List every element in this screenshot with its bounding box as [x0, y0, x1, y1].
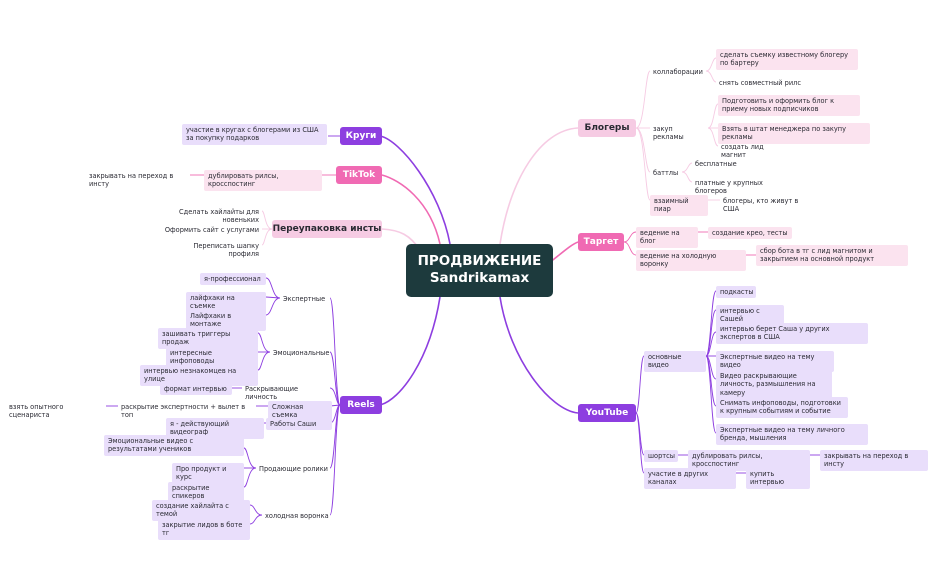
tiktok-subitem[interactable]: закрывать на переход в инсту: [89, 172, 174, 189]
bloggers-collab-item[interactable]: сделать съемку известному блогеру по бар…: [716, 49, 858, 70]
branch-tiktok[interactable]: TikTok: [336, 166, 382, 184]
youtube-main-item[interactable]: Экспертные видео на тему видео: [716, 351, 834, 372]
youtube-main-item[interactable]: подкасты: [716, 286, 756, 299]
branch-youtube[interactable]: YouTube: [578, 404, 636, 422]
youtube-shorts[interactable]: шортсы: [644, 450, 678, 463]
reels-expert-item[interactable]: Лайфхаки в монтаже: [186, 310, 266, 331]
branch-reels[interactable]: Reels: [340, 396, 382, 414]
reels-sasha-item[interactable]: я - действующий видеограф: [166, 418, 264, 439]
bloggers-ads-item[interactable]: Подготовить и оформить блог к приему нов…: [718, 95, 860, 116]
youtube-shorts-subitem[interactable]: закрывать на переход в инсту: [820, 450, 928, 471]
target-funnel-item[interactable]: сбор бота в тг с лид магнитом и закрытие…: [756, 245, 908, 266]
reels-expert-item[interactable]: я-профессионал: [200, 273, 266, 286]
target-blog[interactable]: ведение на блог: [636, 227, 698, 248]
reels-complex-subitem[interactable]: взять опытного сценариста: [9, 403, 64, 420]
bloggers-battles[interactable]: баттлы: [653, 169, 679, 177]
pereupakovka-item[interactable]: Сделать хайлайты для новеньких: [179, 208, 259, 225]
pereupakovka-item[interactable]: Переписать шапку профиля: [193, 242, 259, 259]
youtube-main-item[interactable]: интервью берет Саша у других экспертов в…: [716, 323, 868, 344]
youtube-other-item[interactable]: купить интервью: [746, 468, 810, 489]
youtube-main-item[interactable]: Видео раскрывающие личность, размышления…: [716, 370, 832, 400]
reels-emotional[interactable]: Эмоциональные: [273, 349, 330, 357]
youtube-main[interactable]: основные видео: [644, 351, 706, 372]
central-topic-title: ПРОДВИЖЕНИЕ: [417, 253, 542, 269]
branch-target[interactable]: Таргет: [578, 233, 624, 251]
reels-selling-item[interactable]: раскрытие спикеров: [168, 482, 244, 503]
reels-expert-item[interactable]: лайфхаки на съемке: [186, 292, 266, 313]
youtube-shorts-item[interactable]: дублировать рилсы, кросспостинг: [688, 450, 810, 471]
central-topic-subtitle: Sandrikamax: [429, 270, 530, 286]
bloggers-battles-item[interactable]: платные у крупных блогеров: [695, 179, 763, 196]
youtube-main-item[interactable]: Экспертные видео на тему личного бренда,…: [716, 424, 868, 445]
reels-personality[interactable]: Раскрывающие личность: [245, 385, 299, 402]
tiktok-item[interactable]: дублировать рилсы, кросспостинг: [204, 170, 322, 191]
bloggers-battles-item[interactable]: бесплатные: [695, 160, 737, 168]
reels-cold-item[interactable]: закрытие лидов в боте тг: [158, 519, 250, 540]
bloggers-ads-item[interactable]: создать лид магнит: [721, 143, 764, 160]
bloggers-ads-item[interactable]: Взять в штат менеджера по закупу рекламы: [718, 123, 870, 144]
reels-selling-item[interactable]: Эмоциональные видео с результатами учени…: [104, 435, 244, 456]
reels-expert[interactable]: Экспертные: [283, 295, 326, 303]
branch-bloggers[interactable]: Блогеры: [578, 119, 636, 137]
youtube-other[interactable]: участие в других каналах: [644, 468, 736, 489]
bloggers-collab-item[interactable]: снять совместный рилс: [719, 79, 801, 87]
reels-sasha[interactable]: Работы Саши: [266, 418, 332, 431]
reels-emotional-item[interactable]: интересные инфоповоды: [166, 347, 258, 368]
target-blog-item[interactable]: создание крео, тесты: [708, 227, 792, 240]
youtube-main-item[interactable]: Снимать инфоповоды, подготовки к крупным…: [716, 397, 848, 418]
reels-complex-item[interactable]: раскрытие экспертности + вылет в топ: [121, 403, 246, 420]
reels-cold[interactable]: холодная воронка: [265, 512, 329, 520]
branch-pereupakovka[interactable]: Переупаковка инсты: [272, 220, 382, 238]
reels-complex[interactable]: Сложная съемка: [268, 401, 332, 422]
bloggers-mutual[interactable]: взаимный пиар: [650, 195, 708, 216]
reels-personality-item[interactable]: формат интервью: [160, 383, 232, 396]
pereupakovka-item[interactable]: Оформить сайт с услугами: [164, 226, 259, 234]
kruги-item[interactable]: участие в кругах с блогерами из США за п…: [182, 124, 327, 145]
reels-selling[interactable]: Продающие ролики: [259, 465, 328, 473]
central-topic[interactable]: ПРОДВИЖЕНИЕ Sandrikamax: [406, 244, 553, 297]
target-funnel[interactable]: ведение на холодную воронку: [636, 250, 746, 271]
bloggers-collab[interactable]: коллаборации: [653, 68, 703, 76]
youtube-main-item[interactable]: интервью с Сашей: [716, 305, 784, 326]
reels-selling-item[interactable]: Про продукт и курс: [172, 463, 244, 484]
reels-cold-item[interactable]: создание хайлайта с темой: [152, 500, 250, 521]
branch-kruги[interactable]: Круги: [340, 127, 382, 145]
bloggers-mutual-item[interactable]: блогеры, кто живут в США: [723, 197, 799, 214]
bloggers-ads[interactable]: закуп рекламы: [653, 125, 684, 142]
reels-emotional-item[interactable]: интервью незнакомцев на улице: [140, 365, 258, 386]
reels-emotional-item[interactable]: зашивать триггеры продаж: [158, 328, 258, 349]
